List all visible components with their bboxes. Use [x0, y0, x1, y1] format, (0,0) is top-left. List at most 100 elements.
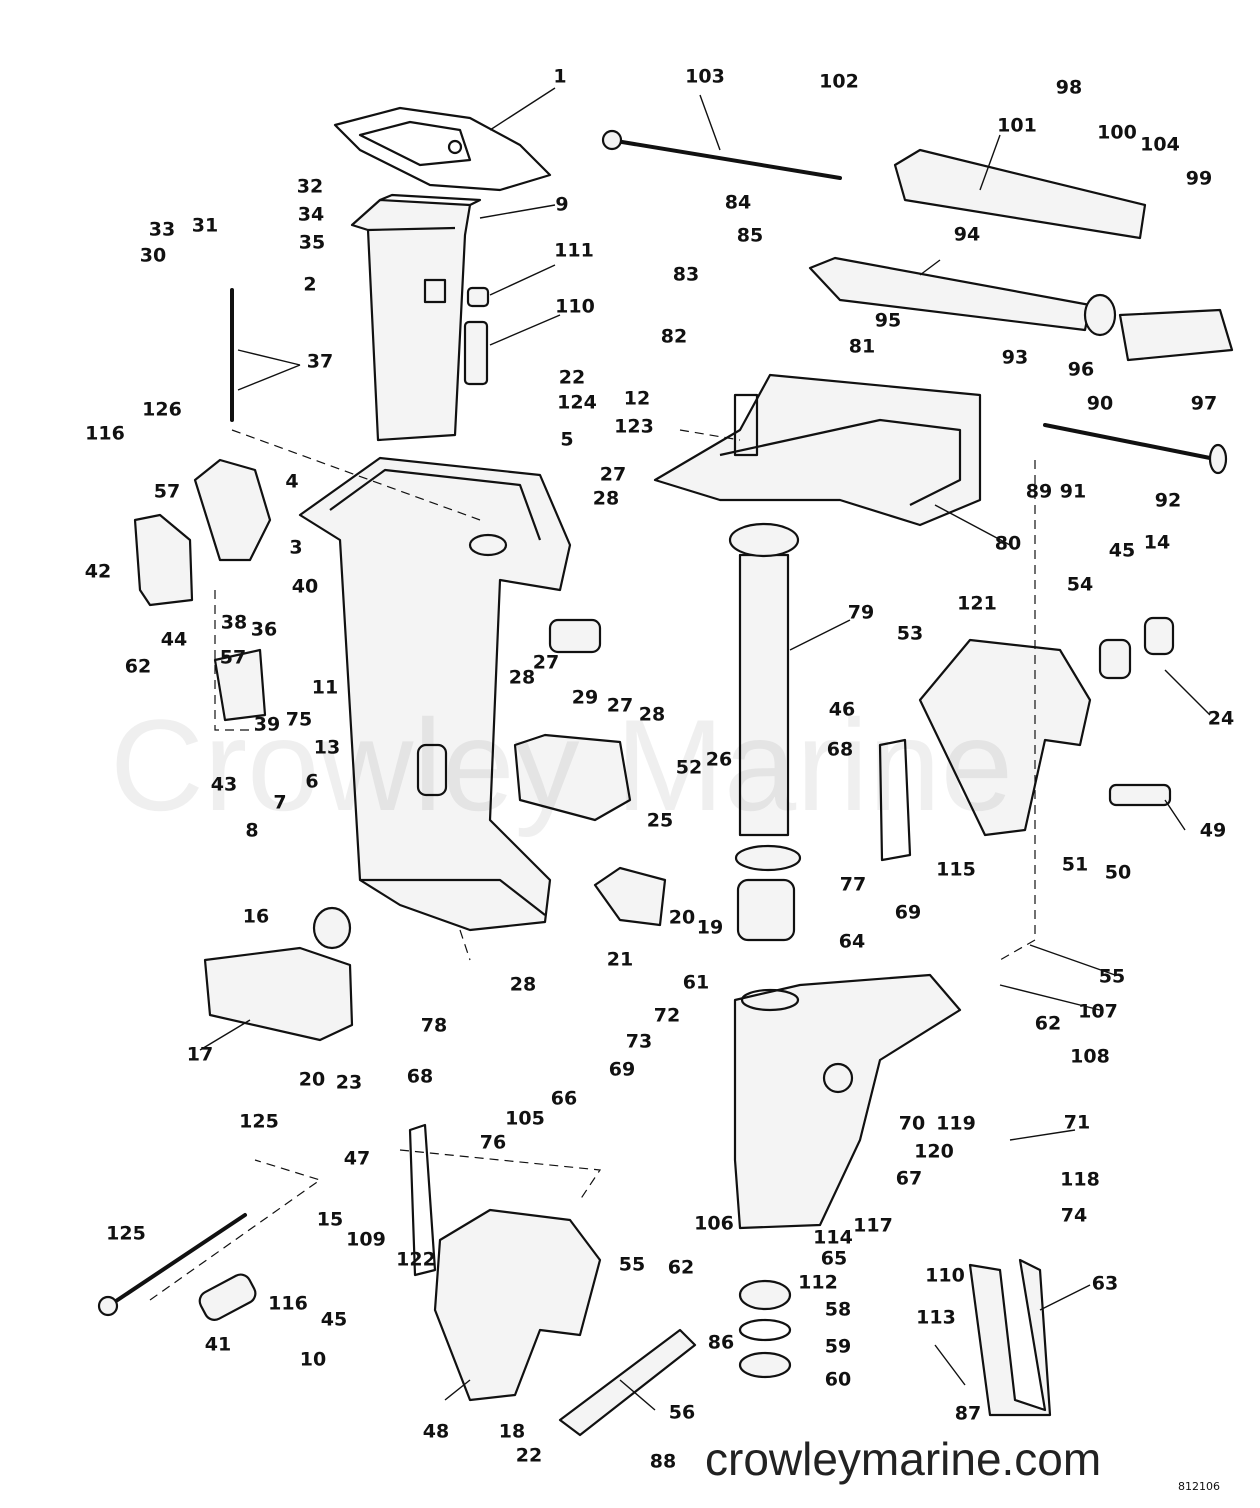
callout-108: 108	[1070, 1045, 1110, 1068]
part-plate-25	[513, 733, 632, 822]
callout-50: 50	[1104, 861, 1132, 884]
callout-88: 88	[649, 1450, 677, 1473]
callout-41: 41	[204, 1333, 232, 1356]
callout-53: 53	[896, 622, 924, 645]
part-steering-bushing	[736, 878, 796, 942]
callout-126: 126	[142, 398, 182, 421]
callout-48: 48	[422, 1420, 450, 1443]
callout-111: 111	[554, 239, 594, 262]
callout-52: 52	[675, 756, 703, 779]
callout-62: 62	[124, 655, 152, 678]
alignment-line	[214, 590, 260, 731]
callout-32: 32	[296, 175, 324, 198]
callout-98: 98	[1055, 76, 1083, 99]
part-link-46	[878, 738, 912, 862]
callout-101: 101	[997, 114, 1037, 137]
callout-62: 62	[667, 1256, 695, 1279]
callout-94: 94	[953, 223, 981, 246]
callout-70: 70	[898, 1112, 926, 1135]
callout-123: 123	[614, 415, 654, 438]
callout-109: 109	[346, 1228, 386, 1251]
callout-34: 34	[297, 203, 325, 226]
part-driveshaft-housing	[298, 456, 572, 932]
callout-92: 92	[1154, 489, 1182, 512]
callout-77: 77	[839, 873, 867, 896]
callout-63: 63	[1091, 1272, 1119, 1295]
callout-47: 47	[343, 1147, 371, 1170]
part-throttle-rod	[608, 138, 842, 180]
part-tiller-housing	[893, 148, 1147, 240]
callout-105: 105	[505, 1107, 545, 1130]
callout-125: 125	[106, 1222, 146, 1245]
callout-97: 97	[1190, 392, 1218, 415]
callout-76: 76	[479, 1131, 507, 1154]
part-exhaust-housing	[350, 193, 482, 442]
callout-62: 62	[1034, 1012, 1062, 1035]
callout-120: 120	[914, 1140, 954, 1163]
callout-103: 103	[685, 65, 725, 88]
part-clamp-bolt	[108, 1213, 247, 1307]
part-reverse-lock	[968, 1258, 1052, 1417]
callout-28: 28	[508, 666, 536, 689]
part-bushing-top	[466, 286, 490, 308]
part-bracket-42	[133, 513, 194, 607]
callout-64: 64	[838, 930, 866, 953]
callout-15: 15	[316, 1208, 344, 1231]
callout-125: 125	[239, 1110, 279, 1133]
part-ring-60	[738, 1351, 792, 1379]
callout-42: 42	[84, 560, 112, 583]
callout-28: 28	[592, 487, 620, 510]
callout-20: 20	[298, 1068, 326, 1091]
part-bushing	[463, 320, 489, 386]
callout-93: 93	[1001, 346, 1029, 369]
callout-57: 57	[219, 646, 247, 669]
part-swivel-bracket	[653, 373, 982, 527]
callout-12: 12	[623, 387, 651, 410]
callout-49: 49	[1199, 819, 1227, 842]
callout-122: 122	[396, 1248, 436, 1271]
part-grip-collar	[1083, 293, 1117, 337]
callout-91: 91	[1059, 480, 1087, 503]
callout-35: 35	[298, 231, 326, 254]
callout-21: 21	[606, 948, 634, 971]
callout-89: 89	[1025, 480, 1053, 503]
callout-45: 45	[320, 1308, 348, 1331]
callout-13: 13	[313, 736, 341, 759]
part-clamp-bracket-left	[433, 1208, 602, 1402]
callout-28: 28	[509, 973, 537, 996]
callout-43: 43	[210, 773, 238, 796]
callout-33: 33	[148, 218, 176, 241]
part-spacer-41	[198, 1273, 257, 1321]
callout-79: 79	[847, 601, 875, 624]
callout-78: 78	[420, 1014, 448, 1037]
callout-36: 36	[250, 618, 278, 641]
callout-60: 60	[824, 1368, 852, 1391]
callout-71: 71	[1063, 1111, 1091, 1134]
callout-119: 119	[936, 1112, 976, 1135]
callout-1: 1	[553, 65, 567, 88]
callout-27: 27	[606, 694, 634, 717]
callout-69: 69	[608, 1058, 636, 1081]
alignment-line	[459, 929, 471, 961]
part-bracket-21	[593, 866, 667, 927]
part-grommet	[312, 906, 352, 950]
callout-112: 112	[798, 1271, 838, 1294]
callout-16: 16	[242, 905, 270, 928]
callout-54: 54	[1066, 573, 1094, 596]
site-url[interactable]: crowleymarine.com	[705, 1433, 1102, 1485]
callout-5: 5	[560, 428, 574, 451]
alignment-line	[679, 429, 741, 441]
part-bolt-head	[97, 1295, 119, 1317]
callout-22: 22	[515, 1444, 543, 1467]
part-lever-130	[193, 458, 272, 562]
part-swivel-housing	[733, 973, 962, 1230]
callout-124: 124	[557, 391, 597, 414]
callout-2: 2	[303, 273, 317, 296]
callout-85: 85	[736, 224, 764, 247]
callout-100: 100	[1097, 121, 1137, 144]
callout-72: 72	[653, 1004, 681, 1027]
part-gasket	[333, 106, 552, 192]
callout-116: 116	[268, 1292, 308, 1315]
